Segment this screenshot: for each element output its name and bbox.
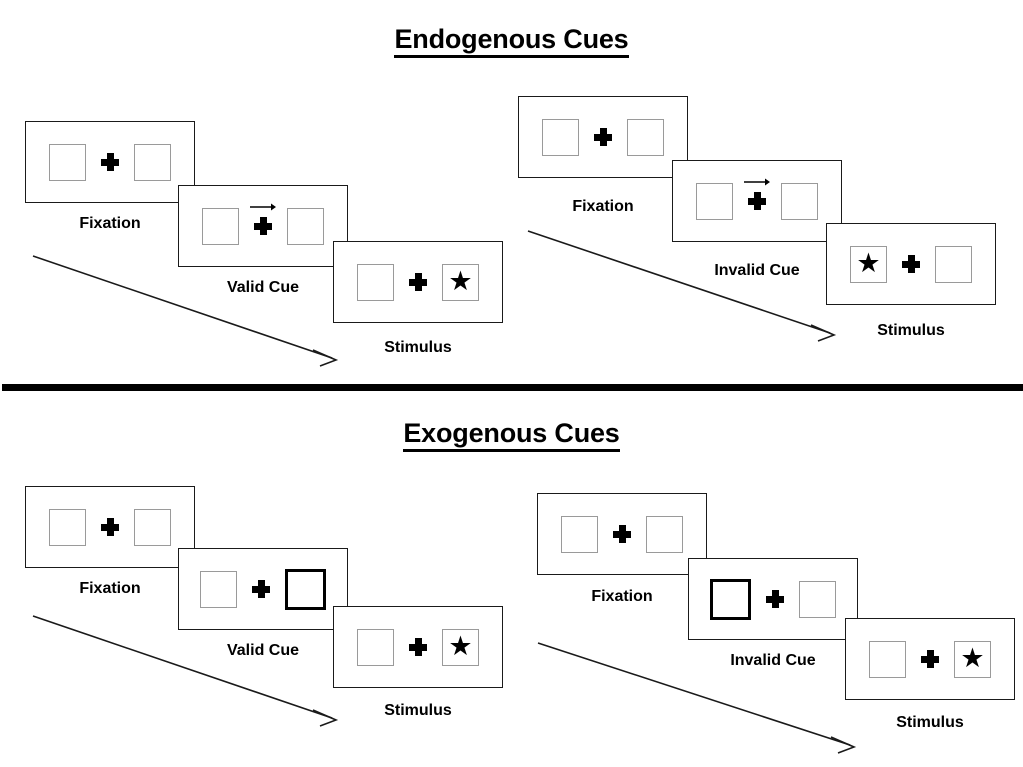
left-placeholder-box	[869, 640, 906, 678]
frame-caption-endogenous-valid-stimulus: Stimulus	[384, 339, 452, 356]
right-placeholder-box	[287, 207, 324, 245]
stimulus-row	[542, 118, 664, 156]
stimulus-row	[202, 203, 324, 245]
frame-caption-exogenous-invalid-stimulus: Stimulus	[896, 714, 964, 731]
right-target-box: ★	[954, 640, 991, 678]
right-placeholder-box	[627, 118, 664, 156]
right-placeholder-box	[134, 508, 171, 546]
left-placeholder-box	[357, 263, 394, 301]
stimulus-row	[49, 143, 171, 181]
left-placeholder-box	[696, 182, 733, 220]
fixation-cross-icon	[744, 178, 770, 210]
flow-arrow-exogenous-invalid	[537, 642, 857, 754]
frame-caption-exogenous-invalid-cue: Invalid Cue	[730, 652, 816, 669]
frame-caption-endogenous-invalid-stimulus: Stimulus	[877, 322, 945, 339]
trial-frame-endogenous-valid-stimulus: ★	[333, 241, 503, 323]
flow-arrow-endogenous-invalid	[527, 230, 837, 342]
frame-caption-exogenous-valid-stimulus: Stimulus	[384, 702, 452, 719]
stimulus-row	[561, 515, 683, 553]
stimulus-row: ★	[850, 245, 972, 283]
fixation-cross-icon	[101, 153, 119, 171]
fixation-cross-icon	[409, 273, 427, 291]
star-target-icon: ★	[856, 247, 881, 278]
stimulus-row	[710, 578, 836, 620]
fixation-cross-icon	[252, 580, 270, 598]
frame-caption-endogenous-invalid-cue: Invalid Cue	[714, 262, 800, 279]
section-title-exogenous-text: Exogenous Cues	[403, 418, 620, 452]
star-target-icon: ★	[448, 630, 473, 661]
frame-caption-exogenous-valid-cue: Valid Cue	[226, 642, 300, 659]
frame-caption-exogenous-invalid-fixation: Fixation	[591, 588, 653, 605]
fixation-cross-icon	[921, 650, 939, 668]
flow-arrow-endogenous-valid	[32, 255, 339, 367]
left-placeholder-box	[202, 207, 239, 245]
fixation-cross-icon	[101, 518, 119, 536]
trial-frame-exogenous-valid-fixation	[25, 486, 195, 568]
fixation-cross-icon	[409, 638, 427, 656]
right-placeholder-box	[781, 182, 818, 220]
arrow-right-icon	[744, 178, 770, 186]
trial-frame-endogenous-valid-fixation	[25, 121, 195, 203]
frame-caption-endogenous-invalid-fixation: Fixation	[572, 198, 634, 215]
left-placeholder-box	[561, 515, 598, 553]
fixation-cross-icon	[250, 203, 276, 235]
right-placeholder-box	[134, 143, 171, 181]
left-target-box: ★	[850, 245, 887, 283]
fixation-cross-icon	[766, 590, 784, 608]
left-cued-box	[710, 578, 751, 620]
trial-frame-exogenous-invalid-cue	[688, 558, 858, 640]
right-placeholder-box	[935, 245, 972, 283]
right-cued-box	[285, 568, 326, 610]
stimulus-row	[49, 508, 171, 546]
stimulus-row	[200, 568, 326, 610]
trial-frame-endogenous-invalid-cue	[672, 160, 842, 242]
right-placeholder-box	[646, 515, 683, 553]
trial-frame-endogenous-invalid-stimulus: ★	[826, 223, 996, 305]
stimulus-row	[696, 178, 818, 220]
flow-arrow-exogenous-valid	[32, 615, 339, 727]
right-placeholder-box	[799, 580, 836, 618]
left-placeholder-box	[200, 570, 237, 608]
fixation-cross-icon	[594, 128, 612, 146]
frame-caption-endogenous-valid-cue: Valid Cue	[226, 279, 300, 296]
right-target-box: ★	[442, 628, 479, 666]
left-placeholder-box	[49, 143, 86, 181]
star-target-icon: ★	[448, 265, 473, 296]
trial-frame-endogenous-invalid-fixation	[518, 96, 688, 178]
frame-caption-endogenous-valid-fixation: Fixation	[79, 215, 141, 232]
trial-frame-exogenous-invalid-stimulus: ★	[845, 618, 1015, 700]
left-placeholder-box	[542, 118, 579, 156]
stimulus-row: ★	[357, 263, 479, 301]
frame-caption-exogenous-valid-fixation: Fixation	[79, 580, 141, 597]
trial-frame-exogenous-invalid-fixation	[537, 493, 707, 575]
fixation-cross-icon	[613, 525, 631, 543]
section-title-endogenous: Endogenous Cues	[0, 24, 1023, 58]
left-placeholder-box	[357, 628, 394, 666]
trial-frame-exogenous-valid-stimulus: ★	[333, 606, 503, 688]
arrow-right-icon	[250, 203, 276, 211]
section-divider	[2, 384, 1023, 391]
fixation-cross-icon	[902, 255, 920, 273]
right-target-box: ★	[442, 263, 479, 301]
stimulus-row: ★	[869, 640, 991, 678]
trial-frame-exogenous-valid-cue	[178, 548, 348, 630]
left-placeholder-box	[49, 508, 86, 546]
section-title-endogenous-text: Endogenous Cues	[394, 24, 629, 58]
section-title-exogenous: Exogenous Cues	[0, 418, 1023, 452]
trial-frame-endogenous-valid-cue	[178, 185, 348, 267]
stimulus-row: ★	[357, 628, 479, 666]
star-target-icon: ★	[960, 642, 985, 673]
